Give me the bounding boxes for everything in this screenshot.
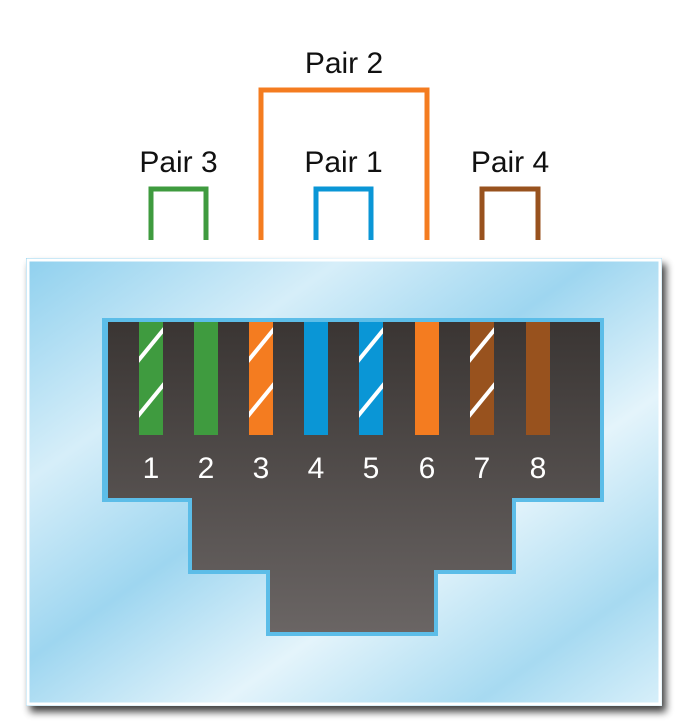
pair-bracket-pair-1: Pair 1 [304, 146, 383, 240]
pin-7-contact [470, 322, 494, 435]
pair-label: Pair 4 [471, 146, 549, 179]
pin-number-7: 7 [474, 452, 491, 485]
pin-number-1: 1 [143, 452, 160, 485]
pin-4-contact [304, 322, 328, 435]
pin-8-contact [526, 322, 550, 435]
pair-label: Pair 3 [139, 146, 217, 179]
pin-1-stripes [139, 322, 163, 435]
pin-contacts [139, 322, 550, 435]
pin-5-stripes [359, 322, 383, 435]
pin-2-contact [194, 322, 218, 435]
pair-bracket-pair-3: Pair 3 [139, 146, 218, 240]
pin-6-contact [415, 322, 439, 435]
pin-1-contact [139, 322, 163, 435]
pin-number-2: 2 [198, 452, 215, 485]
pin-number-5: 5 [363, 452, 380, 485]
pin-numbers: 1 2 3 4 5 6 7 8 [143, 452, 547, 485]
pair-label: Pair 1 [304, 146, 382, 179]
jack-face-border [26, 258, 662, 706]
pair-bracket-pair-4: Pair 4 [471, 146, 549, 240]
pin-number-4: 4 [308, 452, 325, 485]
pair-brackets: Pair 3 Pair 2 Pair 1 Pair 4 [139, 47, 549, 240]
pin-number-8: 8 [530, 452, 547, 485]
pair-bracket-pair-2: Pair 2 [258, 47, 430, 240]
pin-3-contact [249, 322, 273, 435]
pair-label: Pair 2 [305, 47, 383, 80]
pin-7-stripes [470, 322, 494, 435]
pin-3-stripes [249, 322, 273, 435]
pin-number-3: 3 [253, 452, 270, 485]
pin-number-6: 6 [419, 452, 436, 485]
pin-5-contact [359, 322, 383, 435]
